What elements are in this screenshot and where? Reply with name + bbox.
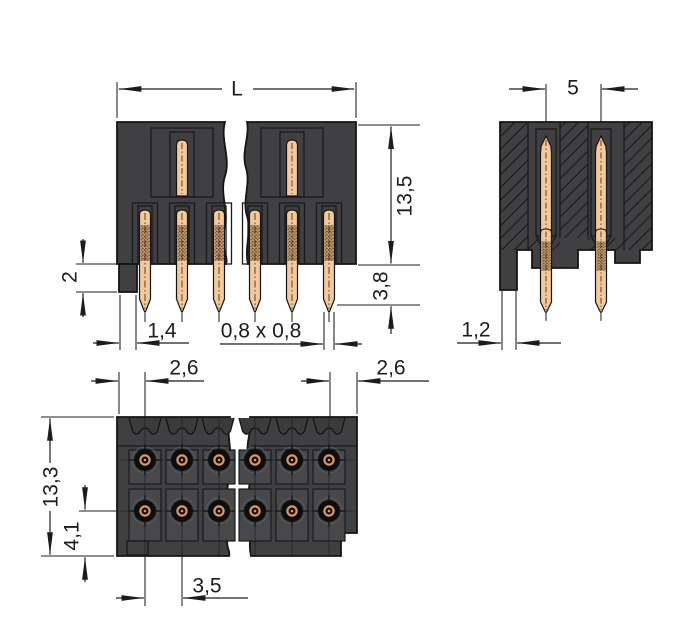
solder-pin [175, 209, 189, 323]
front-housing [116, 121, 357, 293]
solder-pin [248, 209, 262, 323]
keying-notch [126, 540, 149, 556]
bottom-extension-lines [41, 372, 358, 606]
mating-pin [285, 139, 299, 197]
dim-label-pin-length-below: 3,8 [370, 271, 393, 300]
dim-label-pin-cross-section: 0,8 x 0,8 [221, 320, 302, 343]
dim-label-housing-depth: 13,3 [40, 467, 63, 508]
mating-pin-tip [539, 135, 553, 232]
bottom-dimensions: 2,6 2,6 13,3 4,1 3,5 [40, 357, 429, 601]
dim-label-leg-width: 1,2 [461, 319, 490, 342]
dim-label-row-spacing: 5 [567, 77, 579, 100]
front-extension-lines [76, 82, 420, 350]
solder-pin [212, 209, 226, 323]
front-standoff [118, 263, 138, 293]
dim-label-last-pin-to-edge: 2,6 [376, 357, 405, 380]
side-housing [499, 121, 653, 291]
side-dimensions: 5 1,2 [457, 77, 638, 346]
dim-label-overall-length: L [231, 78, 243, 101]
dim-label-standoff-width: 1,4 [147, 320, 177, 343]
dim-label-housing-height: 13,5 [394, 176, 417, 217]
dim-label-pin-pitch: 3,5 [192, 575, 221, 598]
dim-label-edge-to-first-pin: 2,6 [169, 357, 198, 380]
contact-cells [128, 449, 346, 542]
mating-pin-tip [594, 135, 608, 232]
solder-pin [594, 228, 608, 322]
front-dimensions: L 13,5 3,8 2 1,4 0,8 x 0,8 [59, 78, 417, 347]
front-housing-left-half [116, 121, 228, 265]
solder-pin [539, 228, 553, 322]
solder-pin [138, 209, 152, 323]
bottom-view: 2,6 2,6 13,3 4,1 3,5 [40, 357, 429, 606]
front-view: L 13,5 3,8 2 1,4 0,8 x 0,8 [59, 78, 420, 350]
solder-pin [285, 209, 299, 323]
side-view: 5 1,2 [457, 77, 653, 350]
bottom-housing [116, 416, 358, 557]
dim-label-standoff-height: 2 [59, 271, 82, 283]
dim-label-row-offset: 4,1 [61, 521, 84, 550]
mating-pin [175, 139, 189, 197]
solder-pin [322, 209, 336, 323]
